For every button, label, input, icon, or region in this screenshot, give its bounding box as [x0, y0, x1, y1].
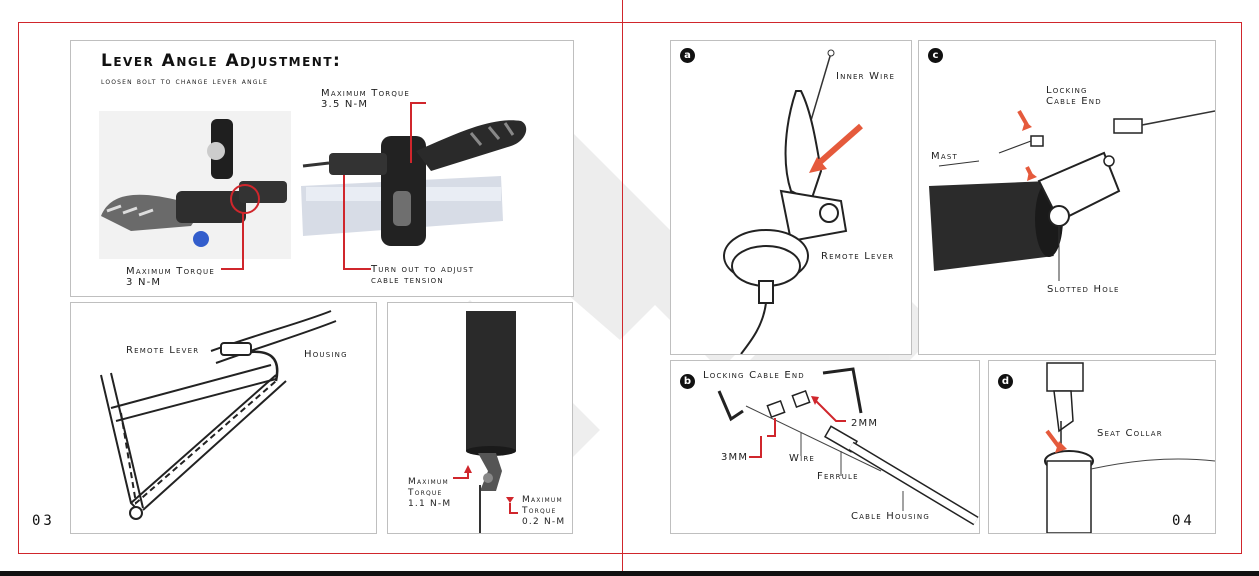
remote-lever-label-a: Remote Lever	[821, 251, 895, 262]
size-2mm-label: 2MM	[851, 418, 879, 429]
frame-illustration	[100, 310, 337, 520]
ferrule-label: Ferrule	[817, 471, 859, 482]
badge-c: c	[928, 48, 943, 63]
cable-housing-label: Cable Housing	[851, 511, 930, 522]
badge-d: d	[998, 374, 1013, 389]
dropper-post-illustration	[453, 311, 518, 533]
badge-a: a	[680, 48, 695, 63]
mast-label: Mast	[931, 151, 958, 162]
remote-lever-illustration	[723, 49, 863, 354]
inner-wire-label: Inner Wire	[836, 71, 896, 82]
page-number-right: 04	[1172, 513, 1195, 529]
torque-label-1-1: Maximum Torque 1.1 N-M	[408, 477, 452, 509]
torque-label-0-2: Maximum Torque 0.2 N-M	[522, 495, 566, 527]
badge-b: b	[680, 374, 695, 389]
panel-b: b Locking Cable End 2MM 3MM Wire Ferrule…	[670, 360, 980, 534]
panel-c: c Locking Cable End Mast Slotted Hole	[918, 40, 1216, 355]
bottom-bar	[0, 571, 1259, 576]
housing-label: Housing	[304, 349, 348, 360]
panel-a: a Inner Wire Remote Lever	[670, 40, 912, 355]
locking-cable-end-label-b: Locking Cable End	[703, 370, 805, 381]
seat-collar-label: Seat Collar	[1097, 428, 1163, 439]
remote-lever-label: Remote Lever	[126, 345, 200, 356]
wire-label: Wire	[789, 453, 816, 464]
page-title: Lever Angle Adjustment:	[101, 51, 342, 71]
lever-illustration	[99, 102, 527, 270]
mast-illustration	[929, 110, 1215, 281]
locking-cable-end-label-c: Locking Cable End	[1046, 85, 1102, 107]
torque-label-3: Maximum Torque 3 N-M	[126, 266, 215, 288]
cable-tension-label: Turn out to adjust cable tension	[371, 264, 475, 286]
frame-routing-panel: Remote Lever Housing	[70, 302, 377, 534]
torque-label-3-5: Maximum Torque 3.5 N-M	[321, 88, 410, 110]
panel-d: d Seat Collar	[988, 360, 1216, 534]
slotted-hole-label: Slotted Hole	[1047, 284, 1120, 295]
cable-end-illustration	[717, 367, 979, 526]
page-number-left: 03	[32, 513, 55, 529]
page-border	[18, 22, 1242, 554]
page-fold	[622, 0, 623, 571]
lever-subtitle: loosen bolt to change lever angle	[101, 77, 269, 87]
size-3mm-label: 3MM	[721, 452, 749, 463]
seat-collar-illustration	[1044, 362, 1215, 533]
post-torque-panel: Maximum Torque 1.1 N-M Maximum Torque 0.…	[387, 302, 573, 534]
lever-angle-panel: Lever Angle Adjustment: loosen bolt to c…	[70, 40, 574, 297]
